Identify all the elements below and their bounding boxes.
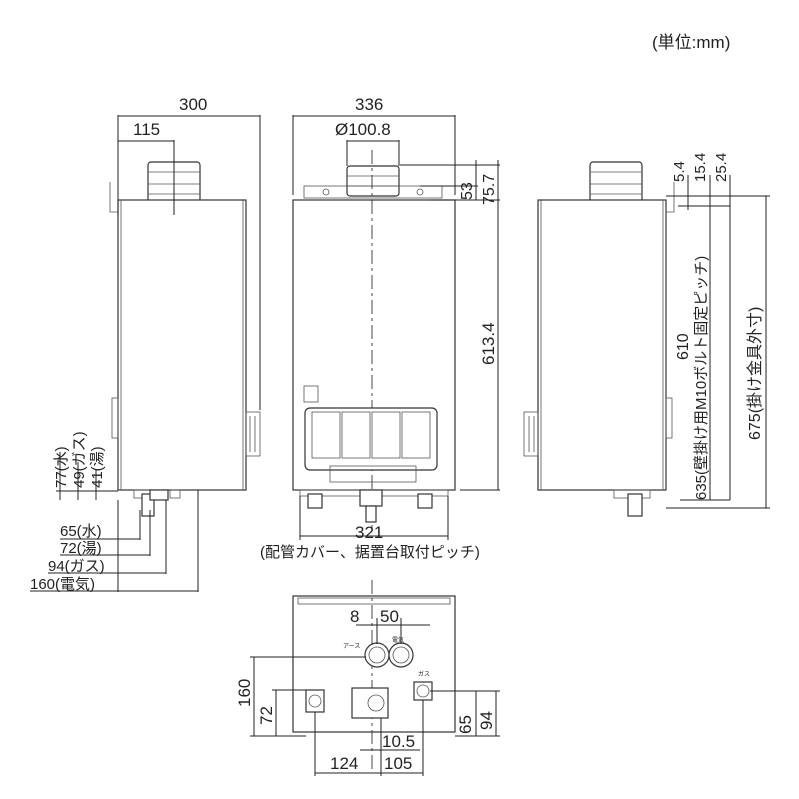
dim-336: 336 — [355, 95, 383, 114]
dim-77-water: 77(水) — [53, 446, 70, 488]
dim-94: 94 — [477, 711, 496, 730]
dim-160: 160 — [235, 679, 254, 707]
left-side-view: 300 115 77(水) 49(ガス) 41(湯) 65(水) 72(湯) 9… — [30, 95, 261, 593]
dim-75-7: 75.7 — [481, 174, 498, 205]
dim-8: 8 — [350, 607, 359, 626]
dim-105: 105 — [384, 754, 412, 773]
dim-5-4: 5.4 — [671, 161, 688, 182]
dim-610-note: 635(壁掛け用M10ボルト固定ピッチ) — [693, 256, 710, 500]
dim-300: 300 — [179, 95, 207, 114]
bottom-view: アース 電気 ガス 8 50 160 72 65 94 — [235, 580, 500, 776]
dim-613-4: 613.4 — [479, 322, 498, 365]
dim-25-4: 25.4 — [713, 153, 730, 182]
unit-note: (単位:mm) — [652, 33, 730, 52]
dim-41-hot: 41(湯) — [89, 446, 106, 488]
dim-675: 675(掛け金具外寸) — [746, 307, 764, 440]
dim-115: 115 — [133, 120, 160, 139]
dim-49-gas: 49(ガス) — [71, 431, 88, 488]
dim-50: 50 — [380, 607, 399, 626]
dim-15-4: 15.4 — [692, 153, 709, 182]
dim-610: 610 — [675, 333, 692, 360]
mark-gas: ガス — [418, 670, 430, 678]
right-side-view: 5.4 15.4 25.4 610 635(壁掛け用M10ボルト固定ピッチ) 6… — [523, 153, 770, 517]
dim-94-gas: 94(ガス) — [48, 558, 105, 575]
dim-124: 124 — [330, 754, 358, 773]
dim-65: 65 — [456, 715, 475, 734]
mark-elec: 電気 — [392, 636, 404, 644]
dim-160-elec: 160(電気) — [30, 576, 95, 593]
dim-flue-diameter: Ø100.8 — [335, 120, 391, 139]
dim-321: 321 — [355, 523, 383, 542]
front-view: 336 Ø100.8 53 75.7 613.4 321 (配管カバー、据置台取… — [260, 95, 500, 561]
pitch-note: (配管カバー、据置台取付ピッチ) — [260, 544, 480, 561]
mark-earth: アース — [343, 643, 360, 650]
dim-72: 72 — [257, 706, 276, 725]
dim-53: 53 — [459, 182, 476, 200]
dim-10-5: 10.5 — [382, 732, 415, 751]
dim-72-hot: 72(湯) — [60, 540, 102, 557]
dim-65-water: 65(水) — [60, 523, 102, 540]
